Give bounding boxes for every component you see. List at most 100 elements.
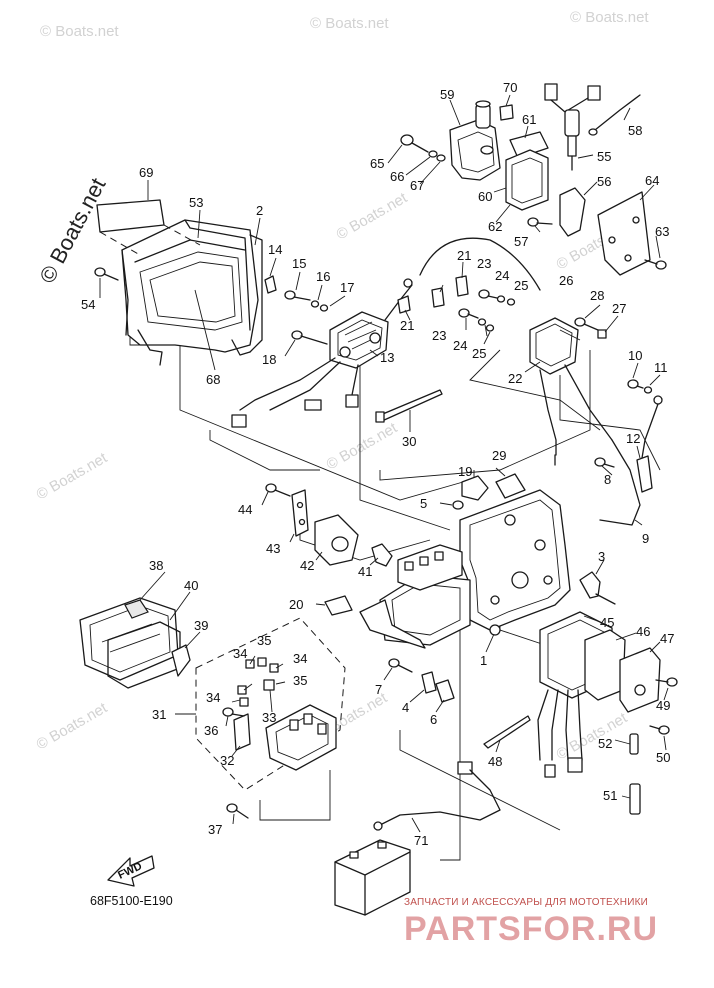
callout-8: 8 [604, 472, 611, 487]
callout-22: 22 [508, 371, 522, 386]
callout-36: 36 [204, 723, 218, 738]
terminal-cover [397, 295, 411, 314]
mounting-plate [291, 489, 309, 537]
callout-58: 58 [628, 123, 642, 138]
clamp [461, 475, 489, 501]
callout-51: 51 [603, 788, 617, 803]
callout-1: 1 [480, 653, 487, 668]
callout-32: 32 [220, 753, 234, 768]
brand-name: PARTSFOR.RU [404, 910, 658, 948]
callout-47: 47 [660, 631, 674, 646]
callout-35b: 35 [293, 673, 307, 688]
callout-57: 57 [514, 234, 528, 249]
bolt [655, 677, 678, 687]
grommet [435, 679, 455, 703]
callout-24: 24 [495, 268, 509, 283]
callout-10: 10 [628, 348, 642, 363]
callout-53: 53 [189, 195, 203, 210]
electrical-box-cover [121, 219, 259, 366]
bracket-plate [233, 713, 251, 751]
callout-34c: 34 [206, 690, 220, 705]
battery-cable [373, 761, 501, 831]
cdi-unit [265, 704, 337, 771]
callout-41: 41 [358, 564, 372, 579]
callout-39: 39 [194, 618, 208, 633]
callout-24b: 24 [453, 338, 467, 353]
callout-59: 59 [440, 87, 454, 102]
watermark-text: © Boats.net [570, 9, 649, 26]
callout-2: 2 [256, 203, 263, 218]
battery [334, 839, 411, 916]
bolt [284, 290, 329, 312]
forward-direction-arrow: FWD [107, 855, 155, 887]
callout-19: 19 [458, 464, 472, 479]
cdi-unit-group-outline [195, 617, 346, 791]
collar [421, 671, 437, 694]
grommet [452, 500, 464, 510]
screw [226, 803, 249, 819]
callout-38: 38 [149, 558, 163, 573]
watermark-text: © Boats.net [324, 419, 401, 473]
callout-64: 64 [645, 173, 659, 188]
ground-wire [599, 439, 641, 526]
callout-30: 30 [402, 434, 416, 449]
callout-45: 45 [600, 615, 614, 630]
callout-23: 23 [477, 256, 491, 271]
callout-17: 17 [340, 280, 354, 295]
watermark-text: © Boats.net [34, 449, 111, 503]
bolt [478, 289, 516, 306]
callout-60: 60 [478, 189, 492, 204]
fuse-holder [263, 679, 275, 691]
callout-56: 56 [597, 174, 611, 189]
bolt [388, 658, 413, 673]
diagram-part-code: 68F5100-E190 [90, 894, 173, 908]
callout-37: 37 [208, 822, 222, 837]
callout-21: 21 [400, 318, 414, 333]
callout-54: 54 [81, 297, 95, 312]
callout-55: 55 [597, 149, 611, 164]
wire-clamp [579, 571, 601, 599]
callout-23b: 23 [432, 328, 446, 343]
clip [171, 644, 191, 677]
bolt [291, 330, 328, 345]
callout-68: 68 [206, 372, 220, 387]
screw [94, 267, 119, 281]
callout-21b: 21 [457, 248, 471, 263]
callout-42: 42 [300, 558, 314, 573]
wire-clip [371, 543, 393, 567]
fuse-holder [237, 685, 247, 695]
callout-numbers: 69 53 2 68 54 14 15 16 17 18 13 21 21 23… [81, 80, 674, 848]
watermark-text: © Boats.net [554, 709, 631, 763]
callout-3: 3 [598, 549, 605, 564]
callout-9: 9 [642, 531, 649, 546]
callout-67: 67 [410, 178, 424, 193]
brand-watermark: ЗАПЧАСТИ И АКСЕССУАРЫ ДЛЯ МОТОТЕХНИКИ PA… [404, 897, 658, 948]
callout-14: 14 [268, 242, 282, 257]
ignition-unit [537, 611, 661, 778]
pin [629, 733, 639, 755]
fuse-holder [239, 697, 249, 707]
bolt [649, 725, 670, 735]
watermark-text: © Boats.net [34, 699, 111, 753]
callout-50: 50 [656, 750, 670, 765]
bolt [527, 217, 553, 227]
callout-20: 20 [289, 597, 303, 612]
bracket-plate [636, 455, 653, 493]
callout-52: 52 [598, 736, 612, 751]
callout-61: 61 [522, 112, 536, 127]
label-sticker [96, 199, 165, 233]
callout-49: 49 [656, 698, 670, 713]
callout-25: 25 [514, 278, 528, 293]
pin [629, 783, 641, 815]
callout-12: 12 [626, 431, 640, 446]
callout-13: 13 [380, 350, 394, 365]
callout-66: 66 [390, 169, 404, 184]
callout-15: 15 [292, 256, 306, 271]
callout-35a: 35 [257, 633, 271, 648]
callout-26: 26 [559, 273, 573, 288]
callout-34a: 34 [233, 646, 247, 661]
callout-71: 71 [414, 833, 428, 848]
callout-34b: 34 [293, 651, 307, 666]
